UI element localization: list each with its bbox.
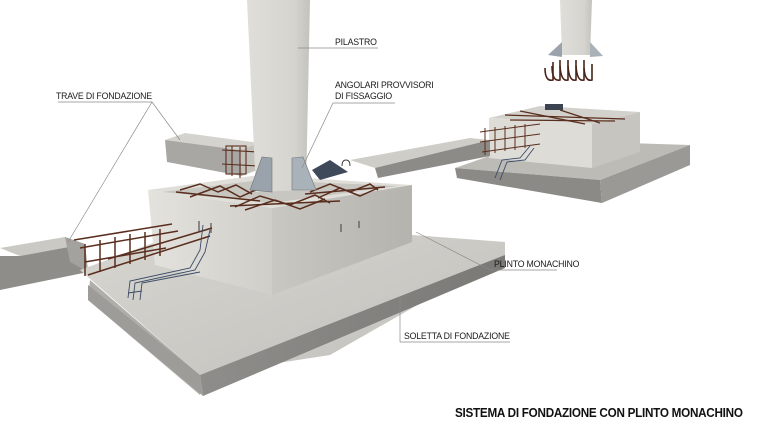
label-pilastro: PILASTRO <box>335 37 377 48</box>
label-angolari-line2: DI FISSAGGIO <box>335 91 393 102</box>
beam-cage-left <box>73 223 213 276</box>
left-beam-top <box>0 237 85 256</box>
rear-plinth-group <box>455 0 690 203</box>
label-trave: TRAVE DI FONDAZIONE <box>56 91 152 102</box>
label-soletta: SOLETTA DI FONDAZIONE <box>404 331 510 342</box>
plinth-rebar <box>175 183 386 211</box>
rear-plinth-top <box>489 106 640 124</box>
rear-column <box>560 0 592 55</box>
diagram-title: SISTEMA DI FONDAZIONE CON PLINTO MONACHI… <box>455 405 743 420</box>
main-slab-front-right <box>200 255 505 396</box>
steel-angle-right <box>291 156 317 191</box>
steel-angle-left <box>249 156 273 193</box>
stirrups-blue <box>127 224 211 301</box>
connecting-beam-top <box>350 138 490 168</box>
label-angolari-line1: ANGOLARI PROVVISORI <box>335 80 434 91</box>
leader-lines <box>58 47 557 343</box>
plinth-right-face <box>272 185 412 295</box>
label-plinto: PLINTO MONACHINO <box>494 259 580 270</box>
main-slab-front-left2 <box>88 285 203 396</box>
plinth-left-face <box>148 190 272 295</box>
main-column <box>247 0 310 192</box>
